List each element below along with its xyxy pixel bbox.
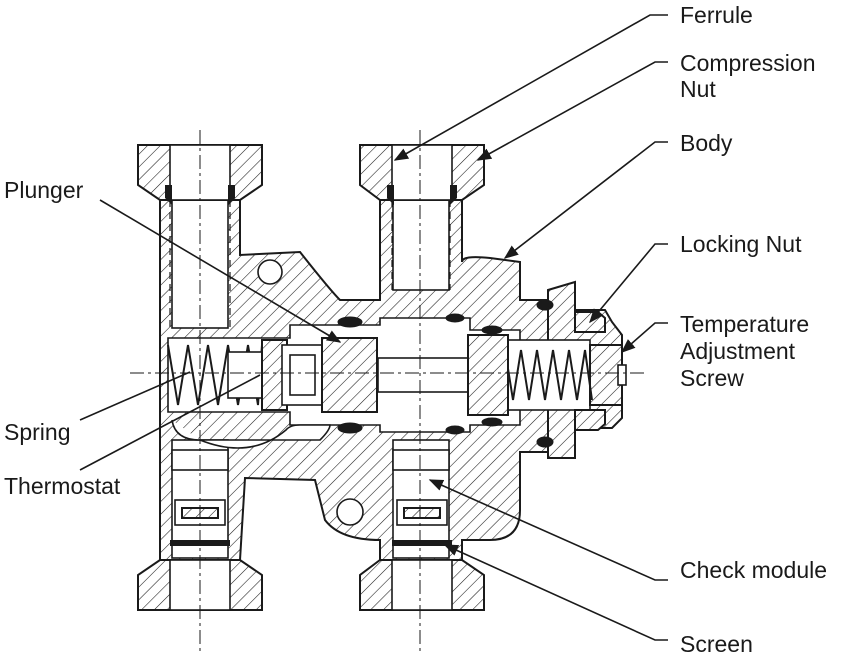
check-module-right <box>392 449 450 526</box>
label-screen: Screen <box>680 631 753 657</box>
o-ring-seals <box>337 299 554 448</box>
diagram-labels: Ferrule Compression Nut Body Locking Nut… <box>4 2 827 657</box>
label-ferrule: Ferrule <box>680 2 753 28</box>
label-temperature-adjustment-line2: Adjustment <box>680 338 796 364</box>
label-body: Body <box>680 130 733 156</box>
label-plunger: Plunger <box>4 177 84 203</box>
plunger <box>281 334 509 416</box>
label-temperature-adjustment-line1: Temperature <box>680 311 809 337</box>
label-temperature-adjustment-line3: Screw <box>680 365 744 391</box>
label-thermostat: Thermostat <box>4 473 121 499</box>
label-check-module: Check module <box>680 557 827 583</box>
label-locking-nut: Locking Nut <box>680 231 802 257</box>
spring-right <box>504 349 593 401</box>
compression-nut-right-top <box>359 144 485 201</box>
compression-nut-right-bottom <box>359 559 485 611</box>
check-module-left <box>171 449 229 526</box>
label-spring: Spring <box>4 419 70 445</box>
label-compression-nut-line2: Nut <box>680 76 716 102</box>
leader-lines <box>79 14 668 641</box>
thermostat <box>227 339 288 411</box>
screens <box>170 540 452 546</box>
center-lines <box>130 130 645 655</box>
temperature-adjustment-screw <box>589 344 627 406</box>
label-compression-nut-line1: Compression <box>680 50 816 76</box>
